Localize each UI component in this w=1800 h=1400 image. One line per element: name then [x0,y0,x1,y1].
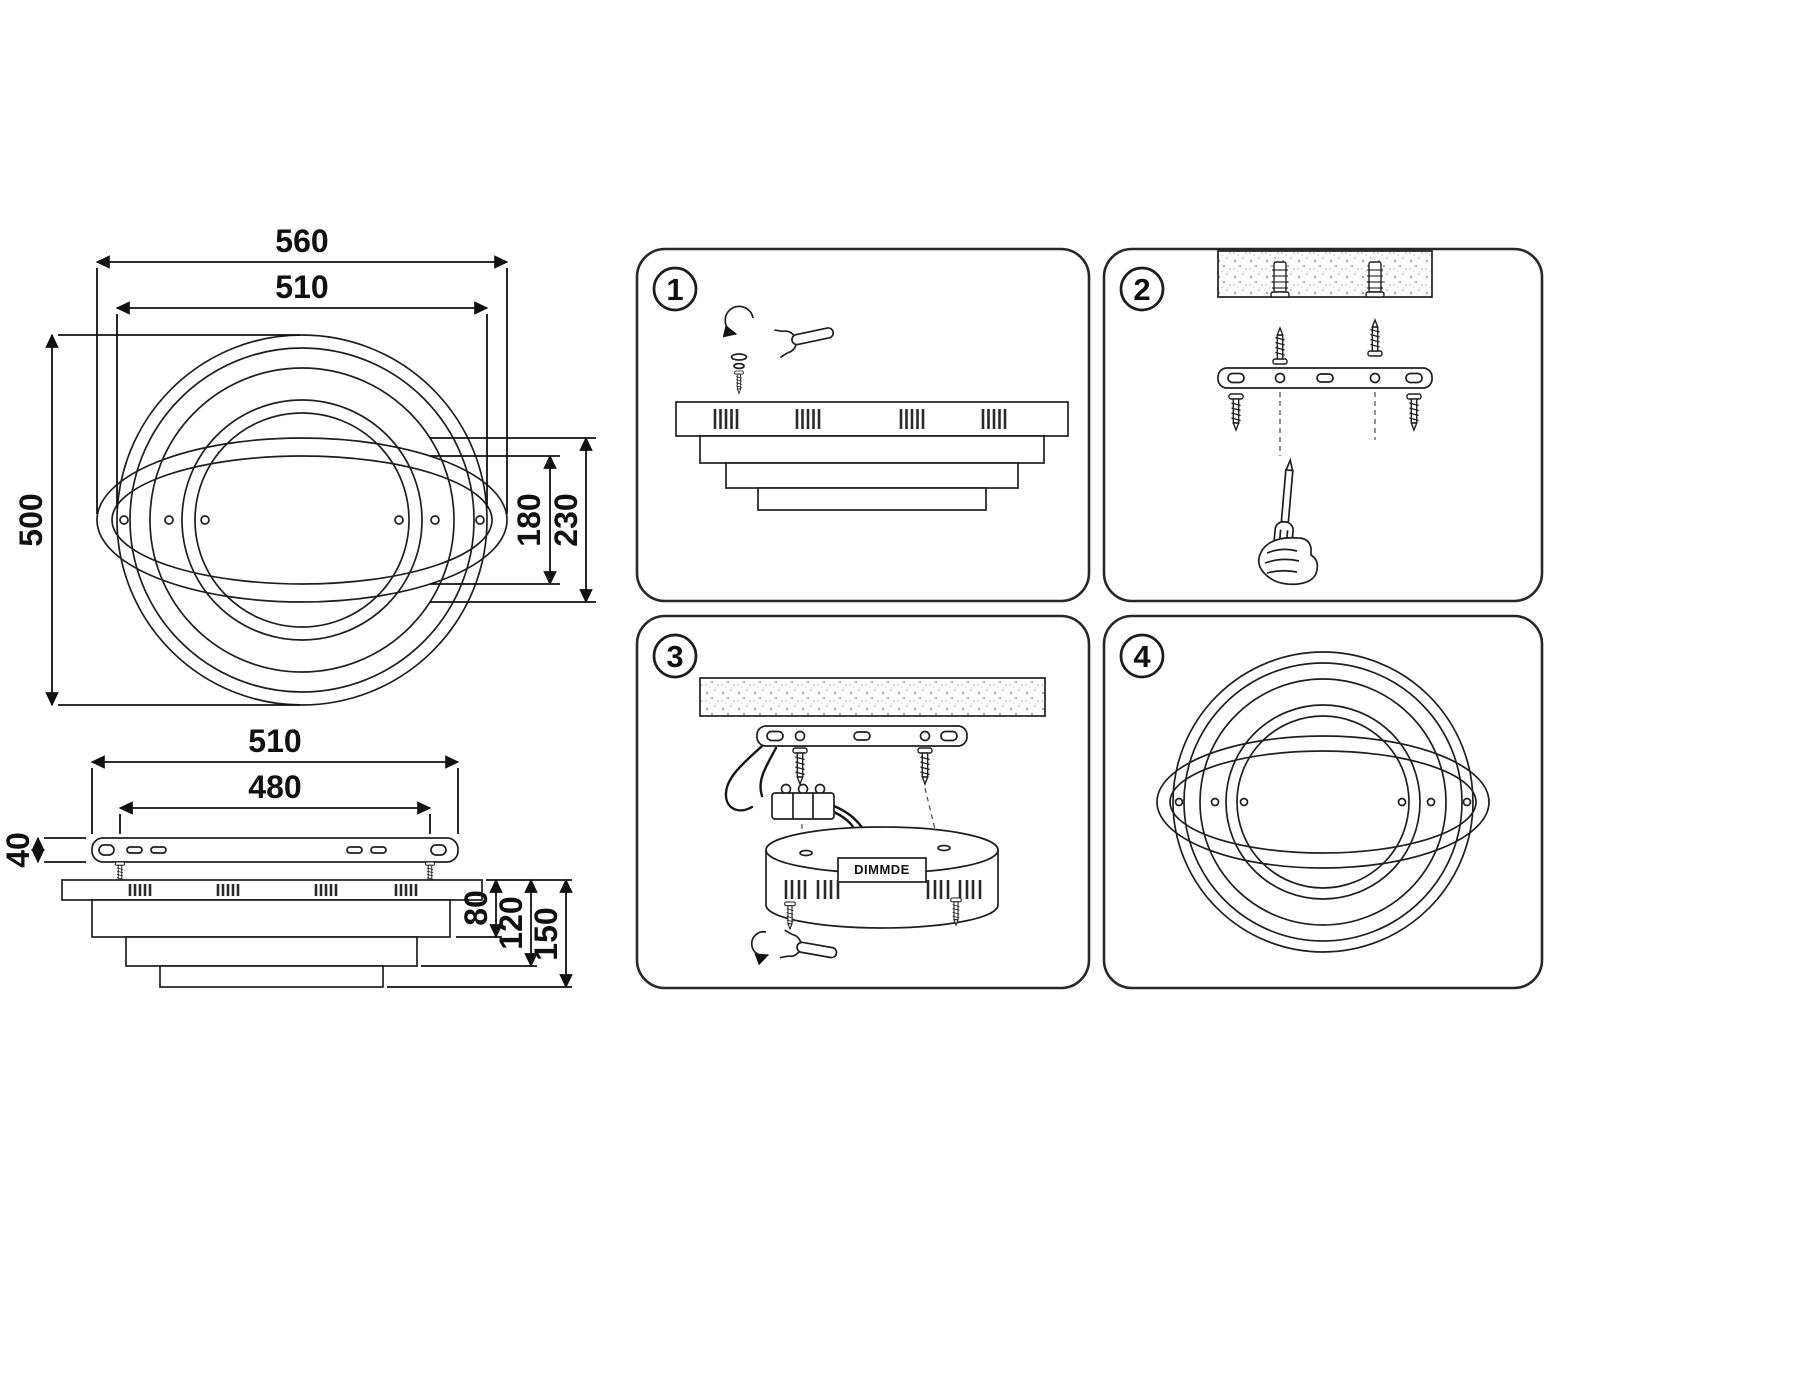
dim-hole-spacing: 480 [248,769,301,805]
rotate-arrow-icon [722,305,754,338]
lamp-side-view-step1 [675,401,1069,511]
side-view-drawing: 510 480 40 80 120 150 [0,723,573,989]
step-4-panel: 4 [1102,614,1544,990]
driver-label-plate [837,857,927,883]
driver-label: DIMMDE [854,862,910,877]
step-3-number: 3 [666,639,683,674]
wall-plug-icon [1270,261,1290,298]
dim-height-2: 120 [493,896,529,949]
side-view-dimensions: 510 480 40 80 120 150 [0,723,573,989]
ceiling [1217,250,1433,298]
driver-canopy: DIMMDE [765,826,999,929]
hand-icon [1257,536,1319,586]
step-3-badge [652,633,698,679]
top-view-dimensions: 560 510 500 180 230 [13,223,596,707]
dim-inner-ellipse-height: 180 [511,493,547,546]
dim-total-width: 560 [275,223,328,259]
step-4-number: 4 [1133,639,1151,674]
lamp-side-view [61,837,483,988]
dim-height-1: 80 [458,890,494,926]
step-4-badge [1119,633,1165,679]
top-view-drawing: 560 510 500 180 230 [13,223,596,707]
vent-slots [784,880,982,899]
ceiling [699,677,1046,717]
mounting-dots [1174,797,1472,807]
step-2-number: 2 [1133,272,1150,307]
step-1-panel: 1 [635,247,1091,603]
dim-bracket-height: 40 [0,832,36,868]
step-2-badge [1119,266,1165,312]
step-1-number: 1 [666,272,683,307]
step-2-panel: 2 [1102,247,1544,603]
wrench-icon [774,327,835,359]
mounting-dots [119,515,485,525]
rotate-arrow-icon [750,930,770,966]
wrench-icon [779,929,838,959]
step-1-badge [652,266,698,312]
dim-ring-width: 510 [275,269,328,305]
dim-bracket-length: 510 [248,723,301,759]
lamp-rings-top-view [96,334,508,706]
lamp-top-view-step4 [1156,651,1490,953]
mounting-bracket [1217,367,1433,389]
terminal-block [771,783,835,820]
dim-height-3: 150 [528,907,564,960]
wall-plug-icon [1365,261,1385,298]
vent-slots [713,409,1007,429]
step-3-panel: 3 [635,614,1091,990]
dim-outer-ellipse-height: 230 [548,493,584,546]
washer-nut-icon [730,353,748,370]
vent-slots [128,884,418,896]
mounting-bracket [756,725,968,747]
dim-total-height: 500 [13,493,49,546]
